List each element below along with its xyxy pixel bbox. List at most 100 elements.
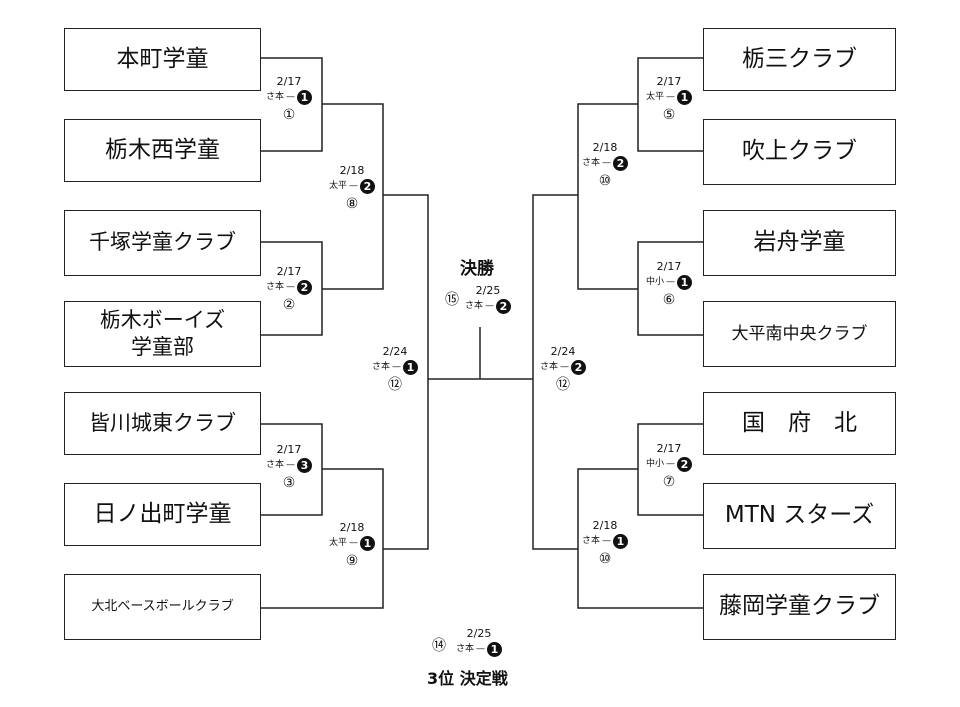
match-venue: 太平 [645,92,664,102]
match-date: 2/17 [276,75,302,88]
line-l7 [261,549,384,609]
match-venue: さ本 [539,362,558,372]
line-m7-up [577,468,638,549]
match-venue: さ本 [464,301,483,311]
line-m3-up [322,468,384,549]
match-number: ⑧ [345,196,359,212]
match-number: ⑫ [556,377,570,393]
team-box-left-4: 栃木ボーイズ 学童部 [64,301,261,367]
third-place-title: 3位 決定戦 [427,669,508,688]
match-venue: さ本 [265,282,284,292]
match-number: ③ [282,475,296,491]
match-2: 2/17 さ本—2 ② [254,266,324,312]
line-r6 [637,469,703,516]
line-r1 [637,57,703,104]
court-number-badge: 2 [360,179,375,194]
team-box-left-6: 日ノ出町学童 [64,483,261,546]
court-number-badge: 2 [613,156,628,171]
match-date: 2/18 [592,141,618,154]
team-box-left-1: 本町学童 [64,28,261,91]
line-r7 [577,549,703,609]
match-3: 2/17 さ本—3 ③ [254,444,324,490]
match-date: 2/17 [656,260,682,273]
match-1: 2/17 さ本—1 ① [254,76,324,122]
court-number-badge: 1 [613,534,628,549]
match-date: 2/17 [656,442,682,455]
line-m10a-up [532,194,578,379]
match-10-lower: 2/18 さ本—1 ⑩ [570,520,640,566]
match-date: 2/17 [276,443,302,456]
court-number-badge: 1 [403,360,418,375]
match-number: ⑩ [598,551,612,567]
line-m8-up [383,194,429,379]
match-venue: さ本 [265,460,284,470]
line-m1-up [322,103,384,195]
line-r2 [637,104,703,152]
team-box-right-6: MTN スターズ [703,483,896,549]
match-date: 2/18 [339,521,365,534]
match-number: ⑨ [345,553,359,569]
court-number-badge: 2 [496,299,511,314]
court-number-badge: 1 [677,275,692,290]
match-7: 2/17 中小—2 ⑦ [634,443,704,489]
court-number-badge: 2 [677,457,692,472]
match-date: 2/24 [550,345,576,358]
match-date: 2/18 [592,519,618,532]
match-date: 2/25 [466,627,492,640]
match-number: ⑤ [662,107,676,123]
final-match: 2/25 さ本—2 [453,285,523,314]
match-venue: 中小 [645,277,664,287]
third-place-match: 2/25 さ本—1 [444,628,514,657]
match-venue: さ本 [371,362,390,372]
line-l1 [261,57,323,104]
match-5: 2/17 太平—1 ⑤ [634,76,704,122]
third-place-match-number: ⑭ [432,638,446,654]
final-title: 決勝 [460,259,494,279]
match-number: ⑩ [598,173,612,189]
team-box-right-7: 藤岡学童クラブ [703,574,896,640]
team-box-right-2: 吹上クラブ [703,119,896,185]
line-l4 [261,289,323,336]
team-box-left-5: 皆川城東クラブ [64,392,261,455]
line-m10b-up [532,379,578,550]
final-match-number: ⑮ [445,292,459,308]
match-number: ⑫ [388,377,402,393]
match-date: 2/24 [382,345,408,358]
match-number: ② [282,297,296,313]
court-number-badge: 1 [677,90,692,105]
line-r5 [637,423,703,469]
match-12-left: 2/24 さ本—1 ⑫ [360,346,430,392]
line-r3 [637,241,703,289]
match-venue: 太平 [328,181,347,191]
match-venue: さ本 [581,158,600,168]
line-m2-up [322,195,384,290]
match-venue: 太平 [328,538,347,548]
match-9: 2/18 太平—1 ⑨ [317,522,387,568]
team-box-left-7: 大北ベースボールクラブ [64,574,261,640]
match-venue: さ本 [265,92,284,102]
line-r4 [637,289,703,336]
court-number-badge: 2 [571,360,586,375]
line-m6-up [577,195,638,290]
match-8: 2/18 太平—2 ⑧ [317,165,387,211]
court-number-badge: 1 [487,642,502,657]
team-box-right-1: 栃三クラブ [703,28,896,91]
match-12-right: 2/24 さ本—2 ⑫ [528,346,598,392]
court-number-badge: 3 [297,458,312,473]
match-date: 2/17 [276,265,302,278]
team-box-right-3: 岩舟学童 [703,210,896,276]
team-box-left-3: 千塚学童クラブ [64,210,261,276]
match-date: 2/25 [475,284,501,297]
court-number-badge: 2 [297,280,312,295]
match-date: 2/17 [656,75,682,88]
court-number-badge: 1 [360,536,375,551]
match-venue: さ本 [581,536,600,546]
line-m5-up [577,103,638,195]
line-l5 [261,423,323,469]
match-10-upper: 2/18 さ本—2 ⑩ [570,142,640,188]
match-venue: さ本 [455,644,474,654]
line-l3 [261,241,323,289]
match-date: 2/18 [339,164,365,177]
match-6: 2/17 中小—1 ⑥ [634,261,704,307]
match-venue: 中小 [645,459,664,469]
